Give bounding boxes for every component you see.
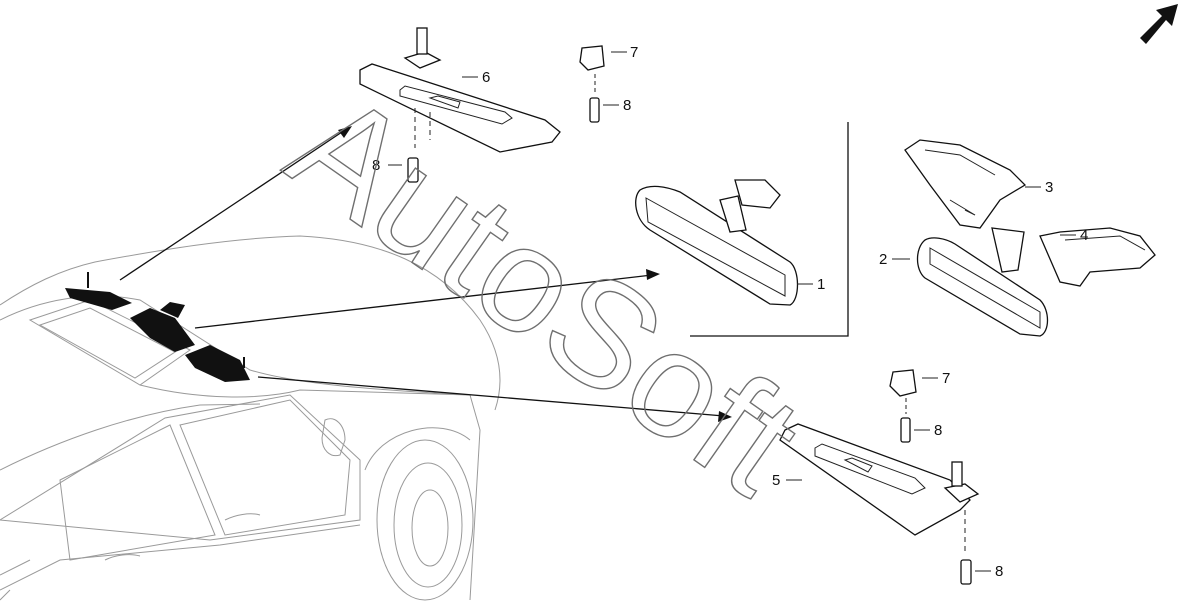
bolt-lower-right <box>900 417 911 443</box>
callout-8-lower-right: 8 <box>934 422 942 439</box>
car-outline <box>0 235 501 601</box>
highlighted-roof-parts <box>65 272 250 382</box>
leader-arrows <box>119 126 732 422</box>
clip-upper <box>579 45 605 94</box>
sun-visor-upper <box>359 27 561 153</box>
callout-leaders <box>388 51 1076 572</box>
callout-2: 2 <box>879 251 887 268</box>
arrow-up-right-icon <box>1140 4 1178 44</box>
bolt-upper-right <box>589 97 600 123</box>
callout-6: 6 <box>482 69 490 86</box>
mirror-cover-upper <box>904 139 1027 229</box>
sun-visor-lower <box>779 423 980 555</box>
callout-8-lower-bottom: 8 <box>995 563 1003 580</box>
clip-lower <box>889 369 917 414</box>
callout-8-upper-right: 8 <box>623 97 631 114</box>
rear-view-mirror-alt <box>916 227 1049 337</box>
callout-8-upper-left: 8 <box>372 157 380 174</box>
rear-view-mirror <box>635 179 799 306</box>
callout-1: 1 <box>817 276 825 293</box>
callout-7-lower: 7 <box>942 370 950 387</box>
callout-7-upper: 7 <box>630 44 638 61</box>
callout-4: 4 <box>1080 227 1088 244</box>
bolt-lower-bottom <box>960 559 972 585</box>
callout-5: 5 <box>772 472 780 489</box>
bolt-upper-left <box>407 157 419 183</box>
mirror-group-frame <box>690 122 849 337</box>
mirror-cover-lower <box>1039 227 1156 287</box>
callout-3: 3 <box>1045 179 1053 196</box>
